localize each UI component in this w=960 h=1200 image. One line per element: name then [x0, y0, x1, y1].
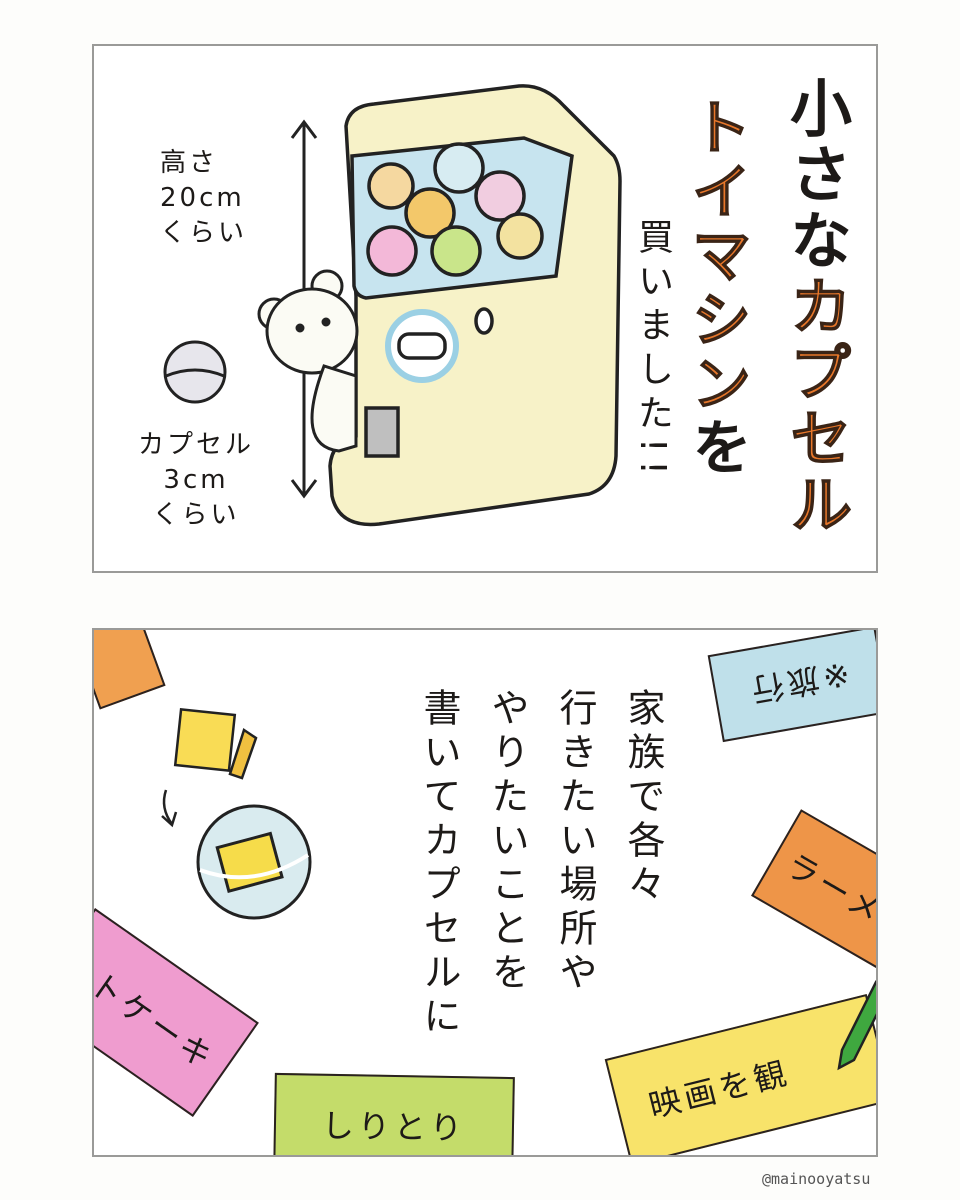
- capsule-size-label: カプセル 3cm くらい: [138, 428, 254, 533]
- title-line-1: 小さなカプセル: [778, 76, 853, 539]
- arrow-icon: [161, 789, 178, 828]
- body-text-line: 書いてカプセルに: [417, 688, 461, 1040]
- body-text-line: 行きたい場所や: [553, 688, 597, 996]
- card-blue: ※旅行: [707, 630, 876, 743]
- capsule-label-line: カプセル: [138, 430, 255, 460]
- card-pink: ットケーキ: [94, 908, 259, 1117]
- height-label: 高さ 20cm くらい: [160, 146, 247, 251]
- body-text-line: やりたいことを: [485, 688, 529, 996]
- capsule-label-line: くらい: [152, 500, 240, 531]
- title-line-2: トイマシンを: [680, 95, 752, 480]
- subtitle: 買いました!!: [632, 218, 673, 483]
- bear-icon: [257, 269, 359, 453]
- watermark: @mainooyatsu: [762, 1170, 871, 1188]
- orange-card-corner: [94, 630, 166, 710]
- card-orange: ラーメ: [751, 809, 876, 971]
- title-particle: を: [681, 416, 751, 480]
- title-toy-machine: トイマシン: [680, 95, 752, 417]
- title-small: 小さな: [779, 76, 852, 274]
- height-label-line: 20cm: [160, 183, 245, 214]
- card-green: しりとり: [273, 1072, 515, 1155]
- height-label-line: くらい: [160, 218, 248, 249]
- height-label-line: 高さ: [160, 148, 219, 178]
- folded-paper-icon: [173, 707, 258, 780]
- body-text-line: 家族で各々: [621, 688, 665, 908]
- capsule-with-paper-icon: [196, 804, 312, 920]
- panel-writing-capsules: ※旅行 ラーメ ットケーキ しりとり 映画を観 家族で各々 行きたい場所や やり…: [92, 628, 878, 1157]
- capsule-machine: [328, 84, 622, 527]
- gashapon-illustration: [163, 84, 622, 527]
- panel-capsule-machine: 高さ 20cm くらい カプセル 3cm くらい 小さなカプセル トイマシンを …: [92, 44, 878, 573]
- capsule-icon: [163, 340, 227, 404]
- capsule-label-line: 3cm: [163, 465, 229, 496]
- title-capsule: カプセル: [778, 273, 853, 539]
- card-yellow: 映画を観: [604, 993, 876, 1155]
